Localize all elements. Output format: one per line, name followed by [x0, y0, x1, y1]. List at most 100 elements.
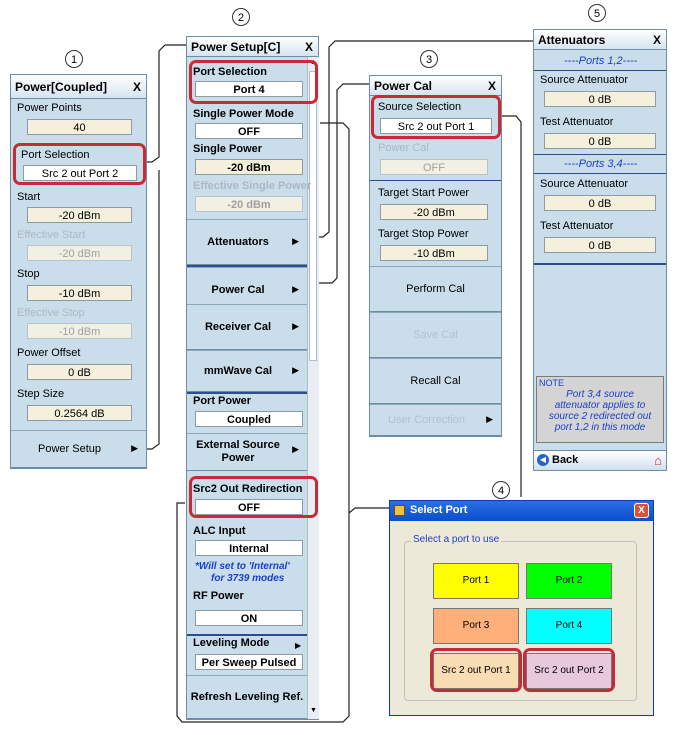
mmwave-cal-label: mmWave Cal	[203, 365, 273, 377]
close-icon[interactable]: X	[132, 80, 141, 94]
start-field[interactable]: -20 dBm	[27, 207, 132, 223]
close-icon[interactable]: X	[304, 40, 313, 54]
leveling-mode-label: Leveling Mode	[193, 637, 270, 649]
alc-note-line1: *Will set to 'Internal'	[195, 561, 290, 572]
src2-redirection-field[interactable]: OFF	[195, 499, 303, 515]
power-points-label: Power Points	[17, 102, 82, 114]
perform-cal-button[interactable]: Perform Cal	[370, 266, 501, 312]
test-attenuator-field[interactable]: 0 dB	[544, 237, 656, 253]
alc-input-label: ALC Input	[193, 525, 246, 537]
home-icon[interactable]: ⌂	[654, 453, 662, 468]
port-1-button[interactable]: Port 1	[433, 563, 519, 599]
power-offset-field[interactable]: 0 dB	[27, 364, 132, 380]
recall-cal-label: Recall Cal	[410, 375, 461, 387]
select-port-dialog: Select Port X Select a port to use Port …	[389, 500, 654, 716]
receiver-cal-button[interactable]: Receiver Cal ▶	[187, 304, 307, 350]
arrow-right-icon: ▶	[292, 284, 299, 294]
group-label: Select a port to use	[411, 534, 502, 545]
separator	[534, 173, 666, 174]
alc-input-field[interactable]: Internal	[195, 540, 303, 556]
external-source-power-button[interactable]: External Source Power ▶	[187, 433, 307, 471]
rf-power-field[interactable]: ON	[195, 610, 303, 626]
source-attenuator-field[interactable]: 0 dB	[544, 195, 656, 211]
scroll-down-icon[interactable]: ▼	[310, 707, 317, 714]
separator	[534, 154, 666, 155]
stop-field[interactable]: -10 dBm	[27, 285, 132, 301]
leveling-mode-field[interactable]: Per Sweep Pulsed	[195, 654, 303, 670]
source-selection-label: Source Selection	[378, 101, 462, 113]
mmwave-cal-button[interactable]: mmWave Cal ▶	[187, 350, 307, 392]
user-correction-label: User Correction	[387, 414, 466, 426]
refresh-leveling-button[interactable]: Refresh Leveling Ref.	[187, 675, 307, 719]
effective-start-field: -20 dBm	[27, 245, 132, 261]
panel-title-text: Attenuators	[538, 33, 606, 47]
arrow-right-icon: ▶	[292, 365, 299, 375]
ports34-header: ----Ports 3,4----	[564, 158, 638, 170]
panel-title: Attenuators X	[534, 30, 666, 50]
panel-title: Power Cal X	[370, 76, 501, 96]
scroll-up-icon[interactable]: ▲	[310, 59, 317, 66]
target-stop-label: Target Stop Power	[378, 228, 469, 240]
note-title: NOTE	[539, 378, 565, 388]
callout-5: 5	[588, 4, 606, 22]
power-cal-state-field: OFF	[380, 159, 488, 175]
single-power-field[interactable]: -20 dBm	[195, 159, 303, 175]
dialog-title: Select Port	[410, 504, 468, 516]
power-cal-state-label: Power Cal	[378, 142, 429, 154]
recall-cal-button[interactable]: Recall Cal	[370, 358, 501, 404]
power-points-field[interactable]: 40	[27, 119, 132, 135]
panel-title: Power[Coupled] X	[11, 75, 146, 99]
close-icon[interactable]: X	[652, 33, 661, 47]
target-start-label: Target Start Power	[378, 187, 470, 199]
power-cal-label: Power Cal	[211, 284, 265, 296]
attenuators-button[interactable]: Attenuators ▶	[187, 219, 307, 265]
port-power-field[interactable]: Coupled	[195, 411, 303, 427]
scroll-thumb[interactable]	[309, 71, 317, 361]
start-label: Start	[17, 191, 41, 203]
single-power-mode-field[interactable]: OFF	[195, 123, 303, 139]
src2-out-port-2-button[interactable]: Src 2 out Port 2	[526, 653, 612, 689]
note-box: NOTE Port 3,4 source attenuator applies …	[536, 376, 664, 443]
power-setup-button[interactable]: Power Setup ▶	[11, 430, 146, 468]
separator	[187, 634, 307, 636]
back-label: Back	[552, 454, 579, 466]
target-start-field[interactable]: -20 dBm	[380, 204, 488, 220]
perform-cal-label: Perform Cal	[406, 283, 465, 295]
panel-title: Power Setup[C] X	[187, 37, 318, 57]
user-correction-button[interactable]: User Correction ▶	[370, 404, 501, 436]
port-selection-field[interactable]: Src 2 out Port 2	[23, 165, 137, 181]
arrow-right-icon: ▶	[486, 414, 493, 424]
power-setup-panel: Power Setup[C] X ▲ ▼ Port Selection Port…	[186, 36, 319, 720]
close-icon[interactable]: X	[634, 503, 649, 518]
source-attenuator-field[interactable]: 0 dB	[544, 91, 656, 107]
note-text: Port 3,4 source attenuator applies to so…	[548, 389, 652, 433]
stop-label: Stop	[17, 268, 40, 280]
receiver-cal-label: Receiver Cal	[204, 321, 272, 333]
power-offset-label: Power Offset	[17, 347, 81, 359]
panel-title-text: Power Setup[C]	[191, 40, 281, 54]
step-size-label: Step Size	[17, 388, 65, 400]
port-3-button[interactable]: Port 3	[433, 608, 519, 644]
src2-out-port-1-button[interactable]: Src 2 out Port 1	[433, 653, 519, 689]
effective-stop-field: -10 dBm	[27, 323, 132, 339]
target-stop-field[interactable]: -10 dBm	[380, 245, 488, 261]
test-attenuator-field[interactable]: 0 dB	[544, 133, 656, 149]
port-4-button[interactable]: Port 4	[526, 608, 612, 644]
scrollbar[interactable]: ▲ ▼	[307, 57, 319, 719]
source-attenuator-label: Source Attenuator	[540, 178, 629, 190]
port-2-button[interactable]: Port 2	[526, 563, 612, 599]
back-arrow-icon: ◀	[537, 454, 549, 466]
effective-start-label: Effective Start	[17, 229, 86, 241]
close-icon[interactable]: X	[487, 79, 496, 93]
source-selection-field[interactable]: Src 2 out Port 1	[380, 118, 492, 134]
arrow-right-icon: ▶	[131, 443, 138, 453]
step-size-field[interactable]: 0.2564 dB	[27, 405, 132, 421]
arrow-right-icon: ▶	[292, 321, 299, 331]
back-bar[interactable]: ◀ Back ⌂	[534, 450, 666, 470]
port-power-label: Port Power	[193, 395, 252, 407]
port-selection-field[interactable]: Port 4	[195, 81, 303, 97]
attenuators-label: Attenuators	[207, 236, 269, 248]
effective-single-power-field: -20 dBm	[195, 196, 303, 212]
save-cal-button[interactable]: Save Cal	[370, 312, 501, 358]
refresh-leveling-label: Refresh Leveling Ref.	[190, 691, 304, 703]
